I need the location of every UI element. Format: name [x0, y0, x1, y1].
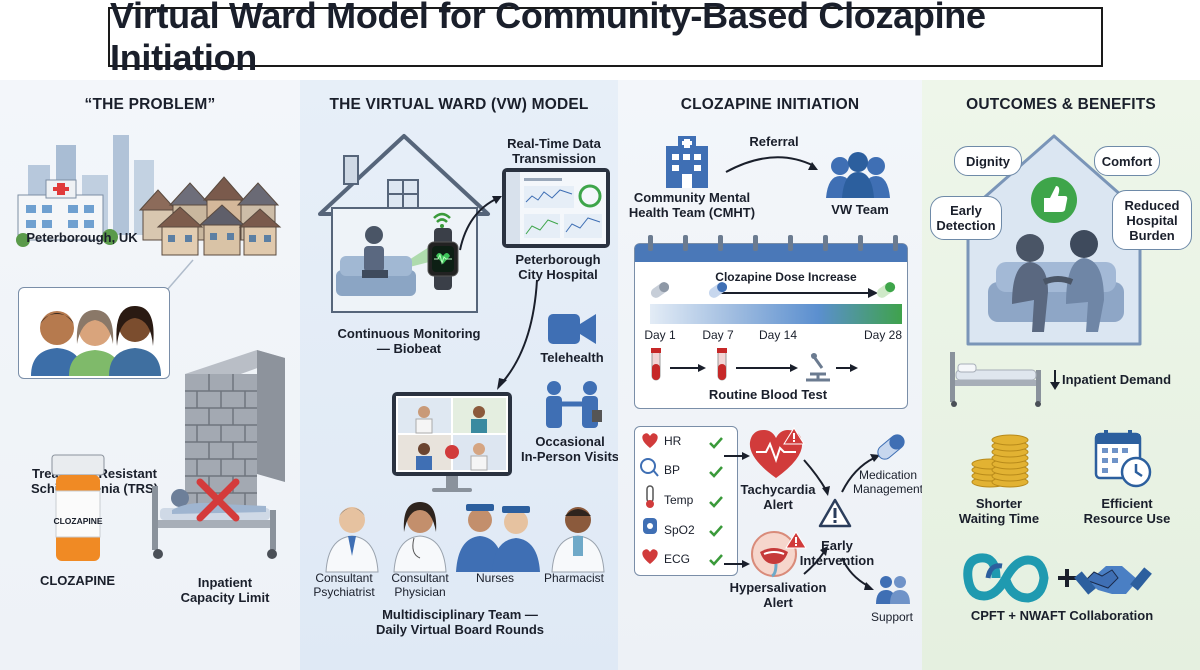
- blood-test-label: Routine Blood Test: [708, 387, 828, 402]
- early-detection-bubble: Early Detection: [930, 196, 1002, 240]
- vitals-icons: [640, 433, 659, 564]
- handshake-people-icon: [546, 381, 602, 428]
- alert-arrows: [724, 452, 830, 575]
- hypersalivation-label: Hypersalivation Alert: [729, 580, 827, 610]
- pill-icons: [650, 282, 896, 298]
- outcomes-heading: OUTCOMES & BENEFITS: [966, 96, 1156, 113]
- calendar-box: [634, 243, 908, 409]
- problem-column: “THE PROBLEM” Peterborough, UK: [0, 80, 300, 670]
- day-label-1: Day 1: [644, 328, 676, 342]
- collaboration-icons: [963, 553, 1152, 603]
- referral-label: Referral: [749, 134, 799, 149]
- model-heading: THE VIRTUAL WARD (VW) MODEL: [329, 96, 589, 113]
- team-role-psychiatrist: Consultant Psychiatrist: [313, 571, 375, 599]
- initiation-column: CLOZAPINE INITIATION Community Mental He…: [618, 80, 923, 670]
- hospital-building-icon: [666, 136, 708, 188]
- empty-bed-icon: [950, 352, 1041, 407]
- day-label-28: Day 28: [863, 328, 903, 342]
- patients-box: [18, 287, 170, 379]
- day-label-7: Day 7: [702, 328, 734, 342]
- dose-arrow: [710, 288, 878, 298]
- down-arrow-icon: [1050, 370, 1060, 390]
- dignity-bubble: Dignity: [954, 146, 1022, 176]
- intervention-arrows: [841, 454, 880, 590]
- vital-ecg: ECG: [664, 552, 691, 566]
- data-transmission-label: Real-Time Data Transmission: [507, 136, 601, 166]
- drug-label: CLOZAPINE: [39, 573, 116, 588]
- cmht-label: Community Mental Health Team (CMHT): [628, 190, 756, 220]
- dashboard-monitor-icon: [502, 168, 610, 248]
- medication-label: Medication Management: [852, 468, 924, 496]
- pill-bottle-icon: [51, 454, 105, 561]
- coins-icon: [971, 434, 1029, 488]
- vital-spo2: SpO2: [664, 523, 695, 537]
- support-people-icon: [876, 576, 910, 604]
- medication-pill-icon: [877, 434, 905, 460]
- vital-bp: BP: [664, 463, 681, 477]
- tachycardia-label: Tachycardia Alert: [740, 482, 816, 512]
- inpatient-demand-label: Inpatient Demand: [1062, 372, 1172, 387]
- comfort-bubble: Comfort: [1094, 146, 1160, 176]
- location-label: Peterborough, UK: [26, 230, 138, 245]
- collaboration-label: CPFT + NWAFT Collaboration: [970, 608, 1154, 623]
- team-role-physician: Consultant Physician: [391, 571, 449, 599]
- arrow-to-hospital: [459, 196, 502, 251]
- city-skyline-icon: [16, 135, 282, 336]
- tachycardia-heart-icon: [749, 427, 805, 478]
- video-call-monitor-icon: [392, 392, 512, 492]
- support-label: Support: [870, 610, 914, 624]
- vw-team-icon: [826, 152, 890, 198]
- team-role-pharmacist: Pharmacist: [543, 571, 605, 585]
- dose-gradient-bar: [650, 304, 902, 324]
- hospital-bed-icon: [152, 486, 277, 559]
- page-title: Virtual Ward Model for Community-Based C…: [108, 0, 1103, 78]
- capacity-label: Inpatient Capacity Limit: [180, 575, 270, 605]
- wifi-icon: [433, 212, 451, 228]
- team-icons: [325, 502, 605, 573]
- smartwatch-icon: [427, 228, 459, 290]
- blood-test-flow: [651, 348, 858, 382]
- warning-triangle-icon: [818, 498, 852, 528]
- vital-temp: Temp: [664, 493, 694, 507]
- calendar-clock-icon: [1094, 430, 1152, 488]
- waiting-time-label: Shorter Waiting Time: [958, 496, 1040, 526]
- calendar-rings: [648, 235, 898, 251]
- dose-increase-label: Clozapine Dose Increase: [715, 270, 857, 284]
- day-label-14: Day 14: [758, 328, 798, 342]
- outcome-house-icon: [950, 134, 1158, 346]
- vw-team-label: VW Team: [831, 202, 889, 217]
- patients-icon: [31, 306, 161, 376]
- hypersalivation-icon: [751, 531, 807, 578]
- reduced-burden-bubble: Reduced Hospital Burden: [1112, 190, 1192, 250]
- resource-use-label: Efficient Resource Use: [1083, 496, 1171, 526]
- video-camera-icon: [548, 314, 596, 344]
- referral-arrow: [725, 156, 818, 173]
- bottle-label: CLOZAPINE: [53, 516, 103, 526]
- curved-arrow-to-team: [497, 279, 538, 390]
- problem-heading: “THE PROBLEM”: [84, 96, 216, 113]
- vitals-checkmarks: [709, 437, 723, 566]
- visits-label: Occasional In-Person Visits: [520, 434, 619, 464]
- brick-wall-icon: [185, 350, 285, 510]
- cross-mark-icon: [196, 478, 240, 522]
- telehealth-label: Telehealth: [540, 350, 604, 365]
- hospital-label: Peterborough City Hospital: [515, 252, 601, 282]
- model-column: THE VIRTUAL WARD (VW) MODEL Real-Time Da…: [300, 80, 619, 670]
- team-caption: Multidisciplinary Team — Daily Virtual B…: [375, 607, 545, 637]
- early-intervention-label: Early Intervention: [799, 538, 875, 568]
- monitoring-label: Continuous Monitoring — Biobeat: [337, 326, 481, 356]
- team-role-nurses: Nurses: [475, 571, 514, 585]
- calendar-header: [635, 244, 907, 262]
- outcomes-column: OUTCOMES & BENEFITS Dignity Comfort Earl…: [922, 80, 1200, 670]
- vital-hr: HR: [664, 434, 682, 448]
- initiation-heading: CLOZAPINE INITIATION: [680, 96, 860, 113]
- thumbs-up-icon: [1031, 177, 1077, 223]
